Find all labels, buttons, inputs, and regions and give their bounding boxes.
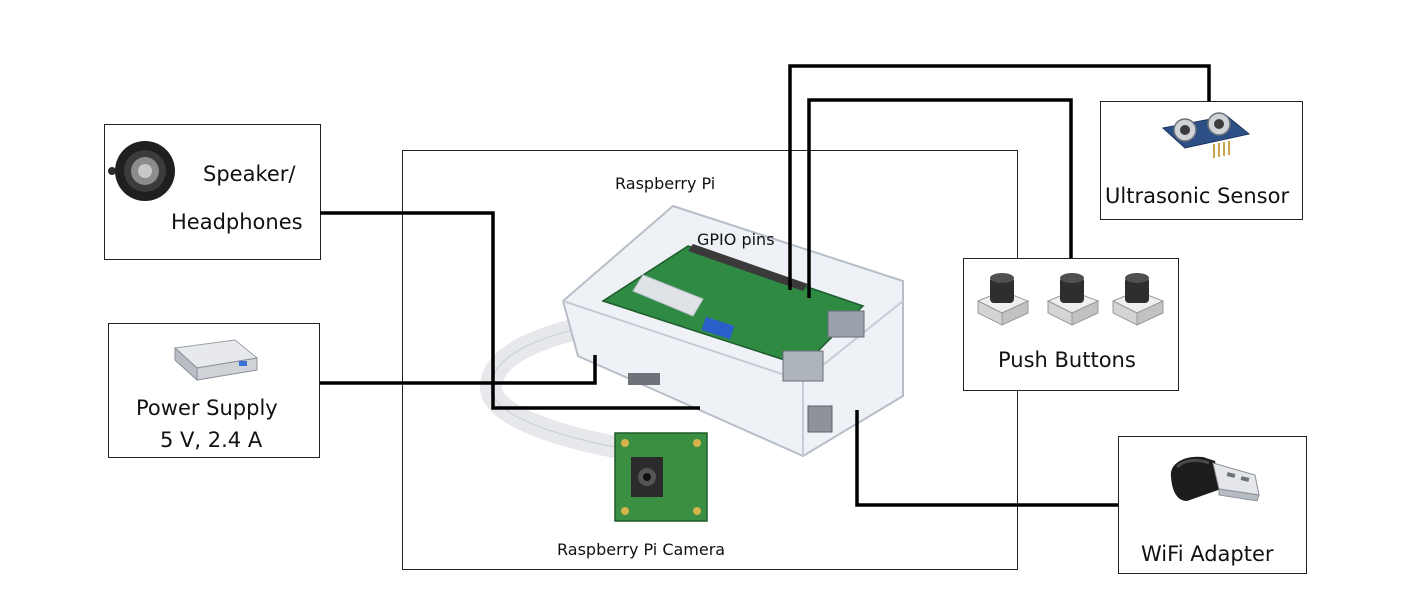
- push-button-icon-2: [1046, 273, 1100, 326]
- wifi-adapter-box: WiFi Adapter: [1118, 436, 1307, 574]
- power-supply-label-line2: 5 V, 2.4 A: [160, 428, 263, 452]
- power-bank-icon: [173, 339, 259, 382]
- wifi-adapter-label: WiFi Adapter: [1141, 542, 1274, 566]
- power-supply-box: Power Supply 5 V, 2.4 A: [108, 323, 320, 458]
- push-buttons-label: Push Buttons: [998, 348, 1136, 372]
- speaker-box: Speaker/ Headphones: [104, 124, 321, 260]
- speaker-label-line1: Speaker/: [203, 162, 296, 186]
- gpio-pins-label: GPIO pins: [697, 230, 775, 249]
- ultrasonic-sensor-icon: [1161, 112, 1251, 158]
- push-button-icon-3: [1111, 273, 1165, 326]
- push-button-icon-1: [976, 273, 1030, 326]
- raspberry-pi-title: Raspberry Pi: [615, 174, 716, 193]
- wifi-dongle-icon: [1170, 456, 1260, 502]
- speaker-icon: [108, 141, 175, 201]
- ultrasonic-sensor-box: Ultrasonic Sensor: [1100, 101, 1303, 220]
- speaker-label-line2: Headphones: [171, 210, 303, 234]
- raspberry-pi-box: Raspberry Pi GPIO pins Raspberry Pi Came…: [402, 150, 1018, 570]
- ultrasonic-sensor-label: Ultrasonic Sensor: [1105, 184, 1290, 208]
- push-buttons-box: Push Buttons: [963, 258, 1179, 391]
- camera-label: Raspberry Pi Camera: [557, 540, 726, 559]
- power-supply-label-line1: Power Supply: [136, 396, 278, 420]
- raspberry-pi-board-icon: [480, 204, 904, 522]
